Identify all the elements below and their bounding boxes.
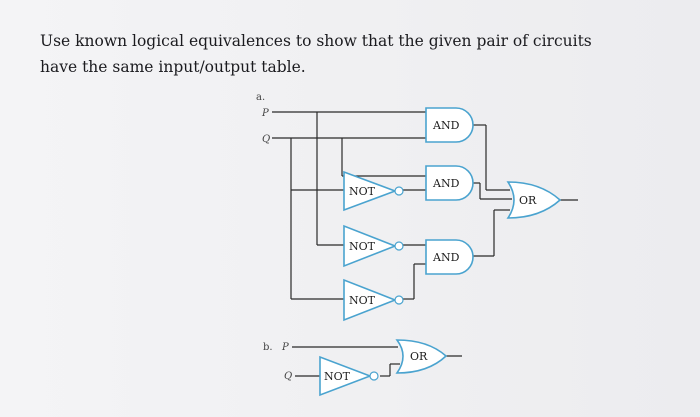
- circuit-a-input-p-label: P: [261, 108, 269, 119]
- problem-prompt: Use known logical equivalences to show t…: [40, 28, 660, 80]
- and-gate-2: AND: [425, 165, 474, 201]
- or-gate-b-label: OR: [410, 350, 428, 363]
- not-gate-b: NOT: [319, 355, 379, 397]
- or-gate-a-label: OR: [519, 194, 537, 207]
- and-gate-2-label: AND: [432, 177, 460, 190]
- or-gate-b: OR: [395, 339, 448, 374]
- prompt-line-2: have the same input/output table.: [40, 58, 306, 76]
- not-gate-1: NOT: [343, 170, 404, 212]
- circuit-b-input-p-label: P: [281, 342, 289, 353]
- circuit-b-input-q-label: Q: [284, 371, 292, 382]
- not-gate-1-label: NOT: [349, 185, 376, 198]
- circuit-a-label: a.: [256, 92, 265, 103]
- not-gate-2-label: NOT: [349, 240, 376, 253]
- or-gate-a: OR: [506, 181, 562, 219]
- not-gate-3-label: NOT: [349, 294, 376, 307]
- circuit-a-input-q-label: Q: [262, 134, 270, 145]
- circuit-a-wires: [272, 111, 578, 300]
- and-gate-1: AND: [425, 107, 474, 143]
- circuit-b-label: b.: [263, 342, 273, 353]
- and-gate-1-label: AND: [432, 119, 460, 132]
- not-gate-2: NOT: [343, 224, 404, 268]
- circuit-b: b. P Q NOT OR: [263, 339, 462, 397]
- and-gate-3: AND: [425, 239, 474, 275]
- not-gate-3: NOT: [343, 278, 404, 322]
- and-gate-3-label: AND: [432, 251, 460, 264]
- not-gate-b-label: NOT: [324, 370, 351, 383]
- circuit-a: a. P Q: [256, 92, 578, 322]
- prompt-line-1: Use known logical equivalences to show t…: [40, 32, 592, 50]
